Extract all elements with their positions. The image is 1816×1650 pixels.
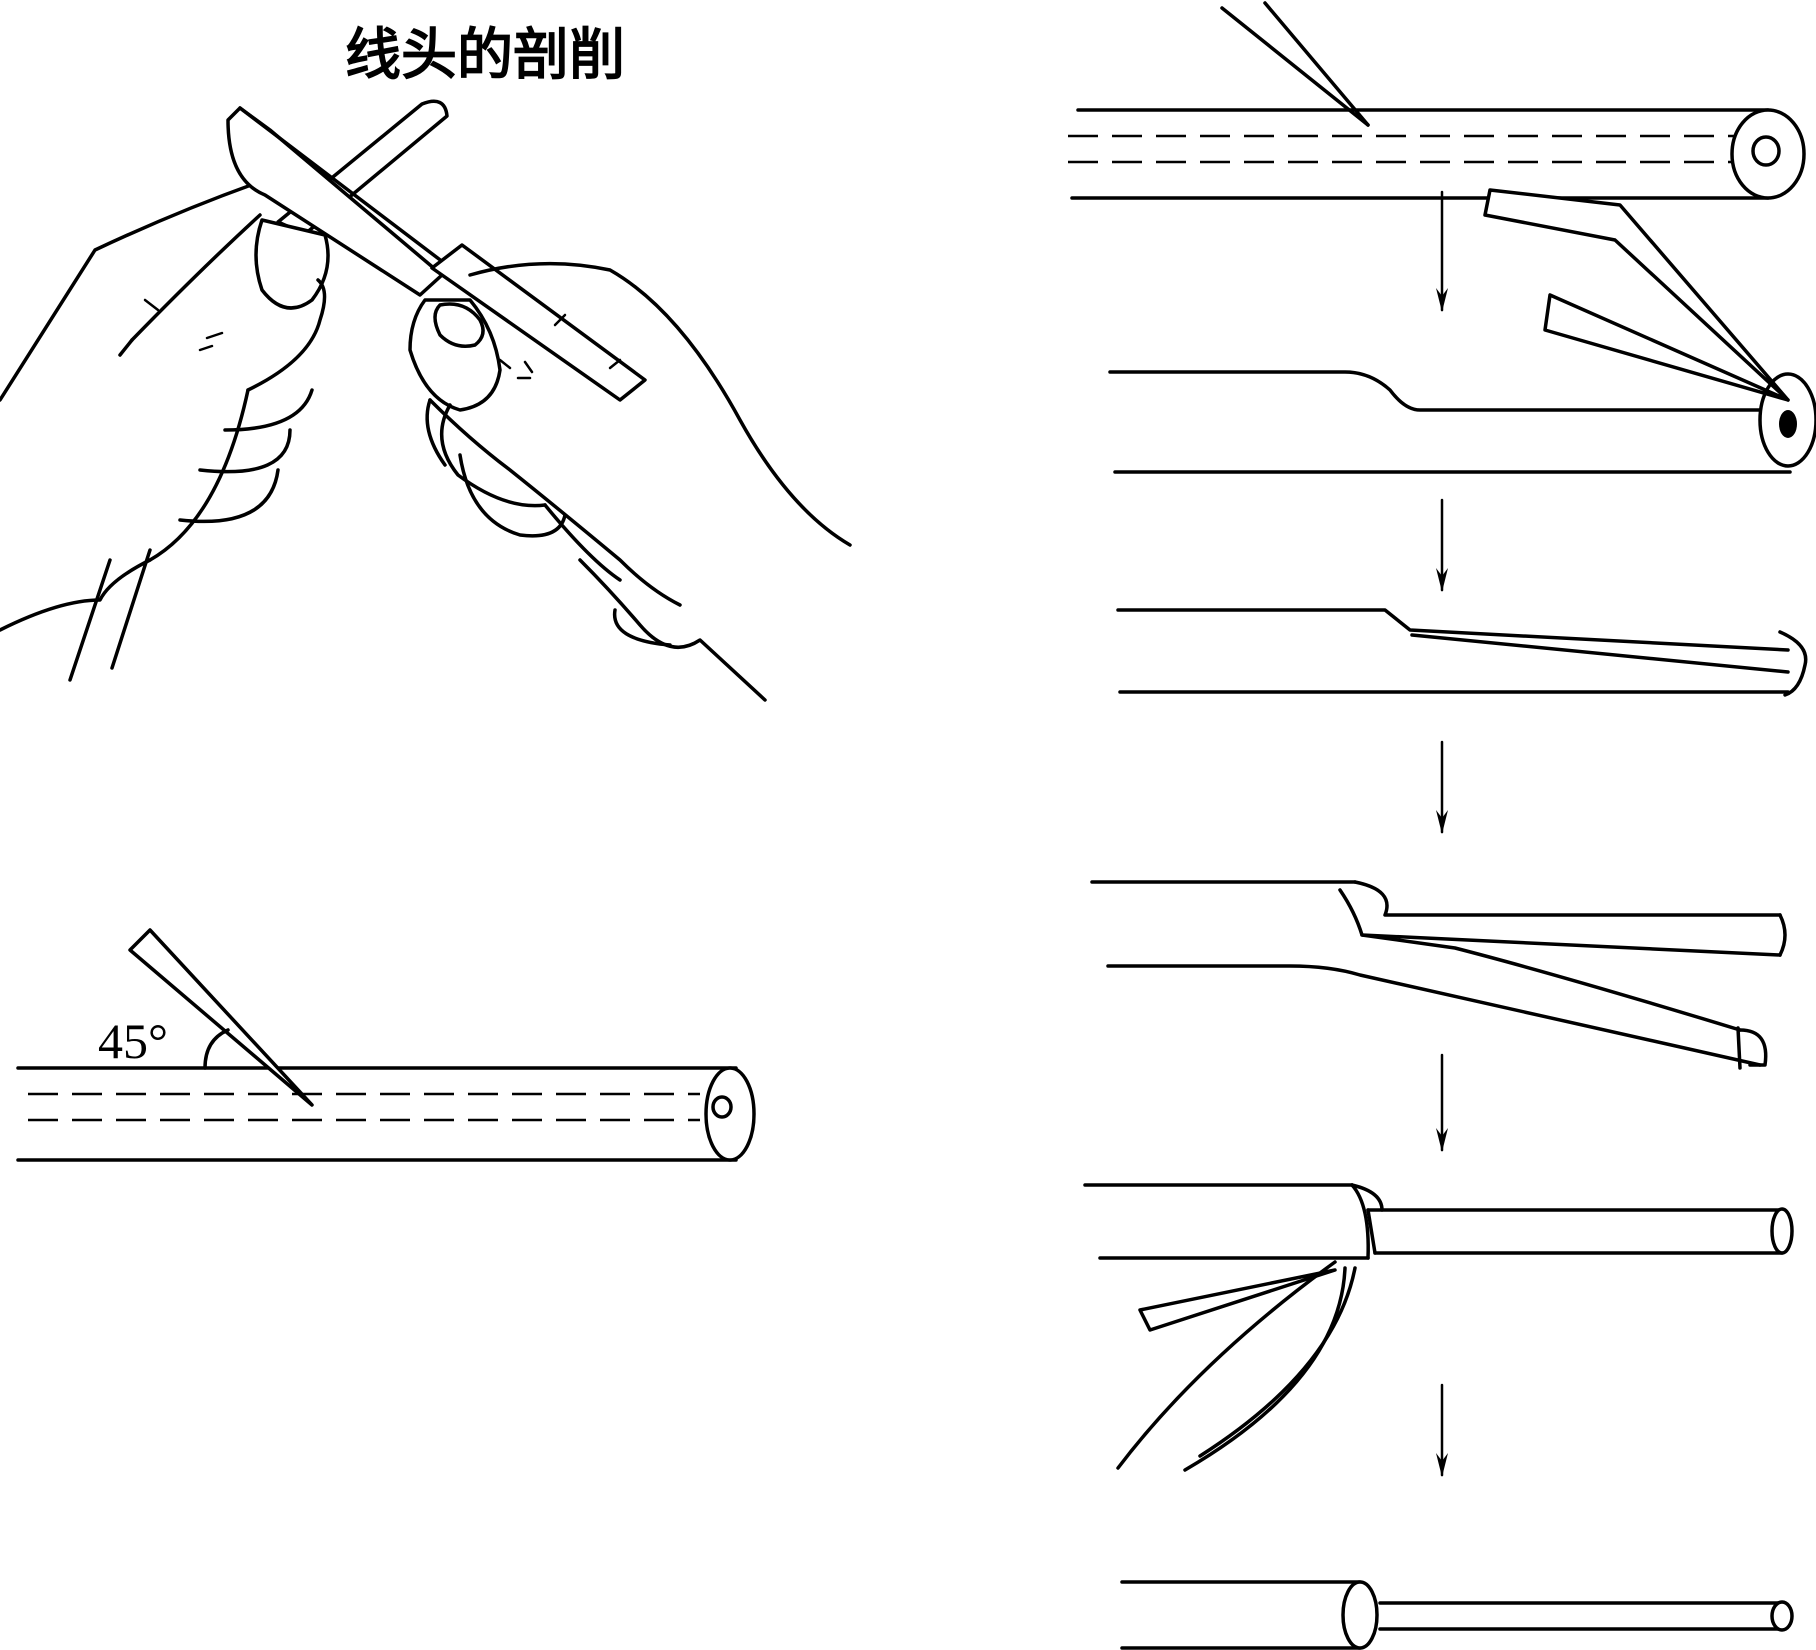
step-6-stripped-end <box>1120 1580 1794 1650</box>
wire-core-end <box>711 1095 733 1119</box>
figure-title: 线头的剖削 <box>345 22 625 88</box>
step-5-insulation-strip <box>1138 1268 1337 1332</box>
step-3-slice-along <box>1116 608 1808 697</box>
hands-stripping-illustration <box>0 99 852 702</box>
left-hand <box>0 178 330 632</box>
angled-blade <box>128 928 314 1107</box>
wire-tail <box>68 558 112 682</box>
fingernail <box>433 302 485 348</box>
step-2-peel-start <box>1108 188 1816 474</box>
knife-blade <box>226 106 444 297</box>
right-hand <box>408 261 852 702</box>
angle-label: 45° <box>98 1013 168 1069</box>
angle-cut-illustration: 45° <box>16 928 756 1162</box>
step-5-trim-insulation <box>1083 1183 1794 1472</box>
step-4-split-back <box>1090 880 1787 1070</box>
stripping-knife <box>226 106 647 402</box>
knife-handle <box>430 243 647 402</box>
step-1-blade <box>1220 6 1370 127</box>
step-1-cut-in <box>1068 1 1806 200</box>
step-2-blade-upper <box>1483 188 1790 402</box>
step-2-blade-lower <box>1543 293 1790 402</box>
angle-arc <box>203 1028 230 1070</box>
wire-tail-edge <box>110 548 152 670</box>
